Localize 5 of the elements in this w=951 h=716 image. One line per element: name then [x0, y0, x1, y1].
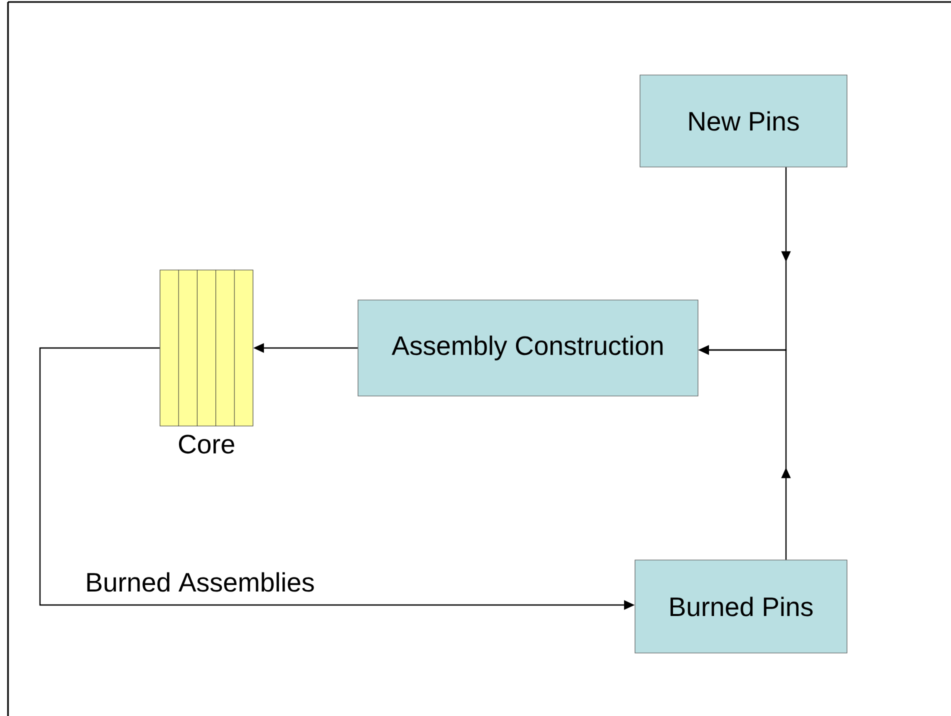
process-box: Burned Pins — [634, 560, 848, 654]
process-box: New Pins — [640, 74, 848, 168]
core-label: Core — [178, 434, 234, 454]
edge-label: Burned Assemblies — [84, 570, 316, 594]
process-box: Assembly Construction — [358, 300, 698, 396]
